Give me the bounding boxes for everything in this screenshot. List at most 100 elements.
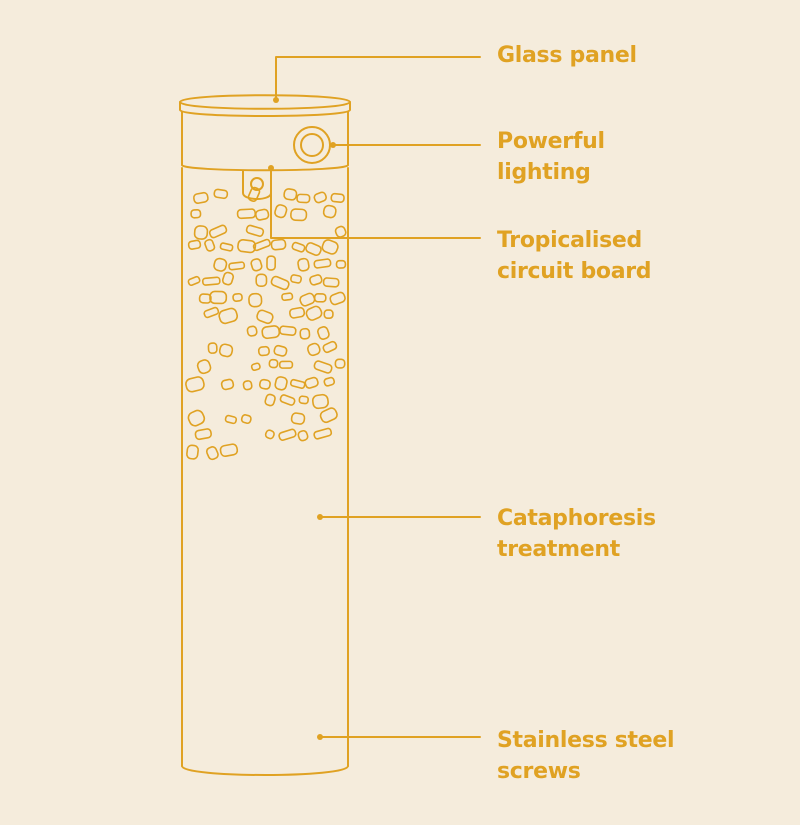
pattern-cutout [279,394,296,406]
label-line: Powerful [497,129,605,154]
pattern-cutout [250,362,261,371]
label-line: Cataphoresis [497,506,656,531]
pattern-cutout [313,427,333,440]
label-screws: Stainless steel screws [497,725,675,787]
pattern-cutout [334,358,346,369]
pattern-cutout [264,429,275,440]
label-line: screws [497,759,581,784]
pattern-cutout [274,376,288,391]
pattern-cutout [309,274,323,286]
pattern-cutout [304,376,319,389]
pattern-cutout [299,327,311,340]
light-lens [293,126,331,164]
pattern-cutout [221,271,235,286]
pattern-cutout [322,340,338,354]
pattern-cutout [187,275,201,287]
pattern-cutout [313,258,332,269]
pattern-cutout [313,360,333,374]
pattern-cutout [270,275,290,291]
pattern-cutout [290,274,302,284]
pattern-cutout [218,343,234,358]
pattern-cutout [297,257,310,272]
pattern-cutout [270,238,287,251]
pattern-cutout [198,293,212,304]
pattern-cutout [335,259,347,269]
glass-panel [179,94,351,117]
pattern-cutout [323,309,334,320]
pattern-cutout [311,393,329,410]
pattern-cutout [334,225,347,238]
leader-circuit-board [268,165,481,239]
label-line: treatment [497,537,620,562]
pattern-cutout [207,342,218,354]
pattern-cutout [291,241,306,253]
pattern-cutout [279,325,297,336]
pattern-cutout [313,191,327,204]
pattern-cutout [258,378,271,390]
label-line: lighting [497,160,591,185]
label-circuit-board: Tropicalised circuit board [497,225,652,287]
label-line: Stainless steel [497,728,675,753]
pattern-cutout [278,428,297,441]
pattern-cutout [298,395,309,405]
pattern-cutout [273,344,288,357]
label-line: Tropicalised [497,228,642,253]
pattern-cutout [186,444,199,460]
pattern-cutout [317,326,330,340]
pattern-cutout [305,242,322,257]
pattern-cutout [218,307,239,325]
pattern-cutout [250,258,263,272]
pattern-cutout [187,409,206,427]
pattern-cutout [236,208,257,220]
pattern-cutout [203,306,220,319]
pattern-cutout [255,273,268,288]
pattern-cutout [306,342,321,357]
pattern-cutout [209,290,228,305]
pattern-cutout [232,292,243,302]
pattern-cutout [205,446,219,461]
pattern-cutout [252,238,271,252]
pattern-cutout [196,359,212,375]
pattern-cutout [245,224,265,237]
pattern-cutout [187,239,202,250]
leader-powerful-lighting [330,142,481,148]
leader-cataphoresis [317,514,481,520]
pattern-cutout [323,376,336,387]
pattern-cutout [192,191,209,205]
pattern-cutout [290,208,308,222]
pattern-cutout [254,208,270,221]
pattern-cutout [313,293,327,303]
pattern-cutout [246,325,258,337]
pattern-cutout [297,429,309,442]
pattern-cutout [240,414,252,425]
pattern-cutout [220,378,235,391]
pattern-cutout [278,360,294,369]
pattern-cutout [193,225,209,240]
pattern-cutout [242,380,253,391]
pattern-cutout [322,204,337,219]
pattern-cutout [224,414,238,425]
label-cataphoresis: Cataphoresis treatment [497,503,656,565]
pattern-cutout [213,188,229,200]
pattern-cutout [213,257,228,272]
pattern-cutout [257,345,270,357]
pattern-cutout [281,292,294,302]
bollard-body [181,167,349,776]
pattern-cutout [330,192,345,203]
pattern-cutout [219,242,234,252]
pattern-cutout [248,292,263,308]
mounting-tab [242,170,272,200]
pattern-cutout [194,428,212,441]
pattern-cutout [321,239,339,255]
pattern-cutout [268,358,279,369]
pattern-cutout [283,188,298,201]
label-line: Glass panel [497,43,637,68]
pattern-cutout [237,239,257,254]
pattern-cutout [290,412,306,425]
pattern-cutout [261,325,281,340]
pattern-cutout [296,193,311,204]
pattern-cutout [219,443,239,458]
pattern-cutout [288,306,306,319]
leader-glass-panel [273,56,481,103]
